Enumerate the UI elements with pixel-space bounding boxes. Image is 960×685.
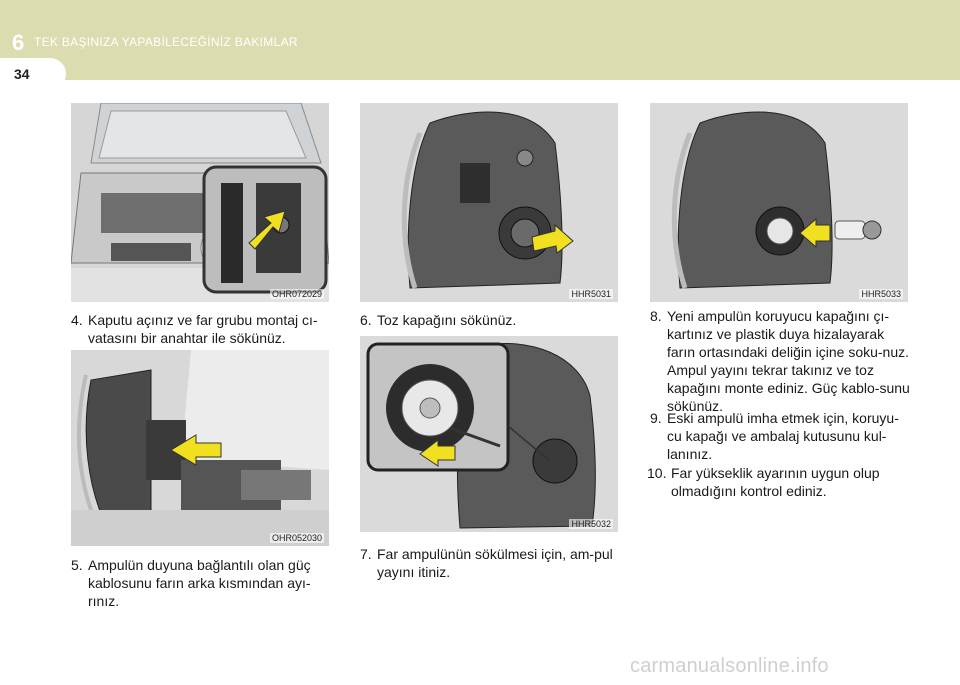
step-10: 10. Far yükseklik ayarının uygun olup ol… bbox=[647, 464, 912, 500]
step-number: 6. bbox=[360, 312, 372, 328]
figure-bulb-spring: HHR5032 bbox=[360, 336, 618, 532]
step-text: Ampulün duyuna bağlantılı olan güç kablo… bbox=[88, 557, 311, 609]
site-watermark: carmanualsonline.info bbox=[630, 655, 829, 677]
figure-code: OHR072029 bbox=[269, 289, 324, 299]
new-bulb-illustration bbox=[650, 103, 908, 302]
step-text: Kaputu açınız ve far grubu montaj cı-vat… bbox=[88, 312, 318, 346]
figure-engine-bay: OHR052030 bbox=[71, 350, 329, 546]
step-text: Yeni ampulün koruyucu kapağını çı-kartın… bbox=[667, 308, 910, 414]
step-4: 4. Kaputu açınız ve far grubu montaj cı-… bbox=[71, 311, 333, 347]
figure-new-bulb: HHR5033 bbox=[650, 103, 908, 302]
step-text: Far ampulünün sökülmesi için, am-pul yay… bbox=[377, 546, 613, 580]
step-number: 9. bbox=[650, 410, 662, 426]
page-number-tab: 34 bbox=[0, 58, 66, 90]
step-text: Toz kapağını sökünüz. bbox=[377, 312, 517, 328]
page-number: 34 bbox=[14, 66, 30, 82]
figure-code: HHR5033 bbox=[859, 289, 903, 299]
step-number: 5. bbox=[71, 557, 83, 573]
figure-code: OHR052030 bbox=[269, 533, 324, 543]
step-7: 7. Far ampulünün sökülmesi için, am-pul … bbox=[360, 545, 622, 581]
step-number: 8. bbox=[650, 308, 662, 324]
engine-bay-illustration bbox=[71, 350, 329, 546]
bulb-spring-illustration bbox=[360, 336, 618, 532]
step-9: 9. Eski ampulü imha etmek için, koruyu-c… bbox=[650, 409, 912, 463]
chapter-number: 6 bbox=[12, 30, 25, 55]
chapter-header: 6 TEK BAŞINIZA YAPABİLECEĞİNİZ BAKIMLAR bbox=[0, 0, 960, 80]
step-text: Far yükseklik ayarının uygun olup olmadı… bbox=[671, 465, 880, 499]
step-number: 7. bbox=[360, 546, 372, 562]
step-number: 4. bbox=[71, 312, 83, 328]
step-text: Eski ampulü imha etmek için, koruyu-cu k… bbox=[667, 410, 899, 462]
step-8: 8. Yeni ampulün koruyucu kapağını çı-kar… bbox=[650, 307, 912, 415]
figure-code: HHR5032 bbox=[569, 519, 613, 529]
figure-code: HHR5031 bbox=[569, 289, 613, 299]
figure-dust-cap: HHR5031 bbox=[360, 103, 618, 302]
car-front-illustration bbox=[71, 103, 329, 302]
step-6: 6. Toz kapağını sökünüz. bbox=[360, 311, 622, 329]
figure-car-front: OHR072029 bbox=[71, 103, 329, 302]
chapter-title: TEK BAŞINIZA YAPABİLECEĞİNİZ BAKIMLAR bbox=[34, 35, 298, 49]
step-5: 5. Ampulün duyuna bağlantılı olan güç ka… bbox=[71, 556, 333, 610]
headlamp-dust-cap-illustration bbox=[360, 103, 618, 302]
step-number: 10. bbox=[647, 465, 667, 481]
